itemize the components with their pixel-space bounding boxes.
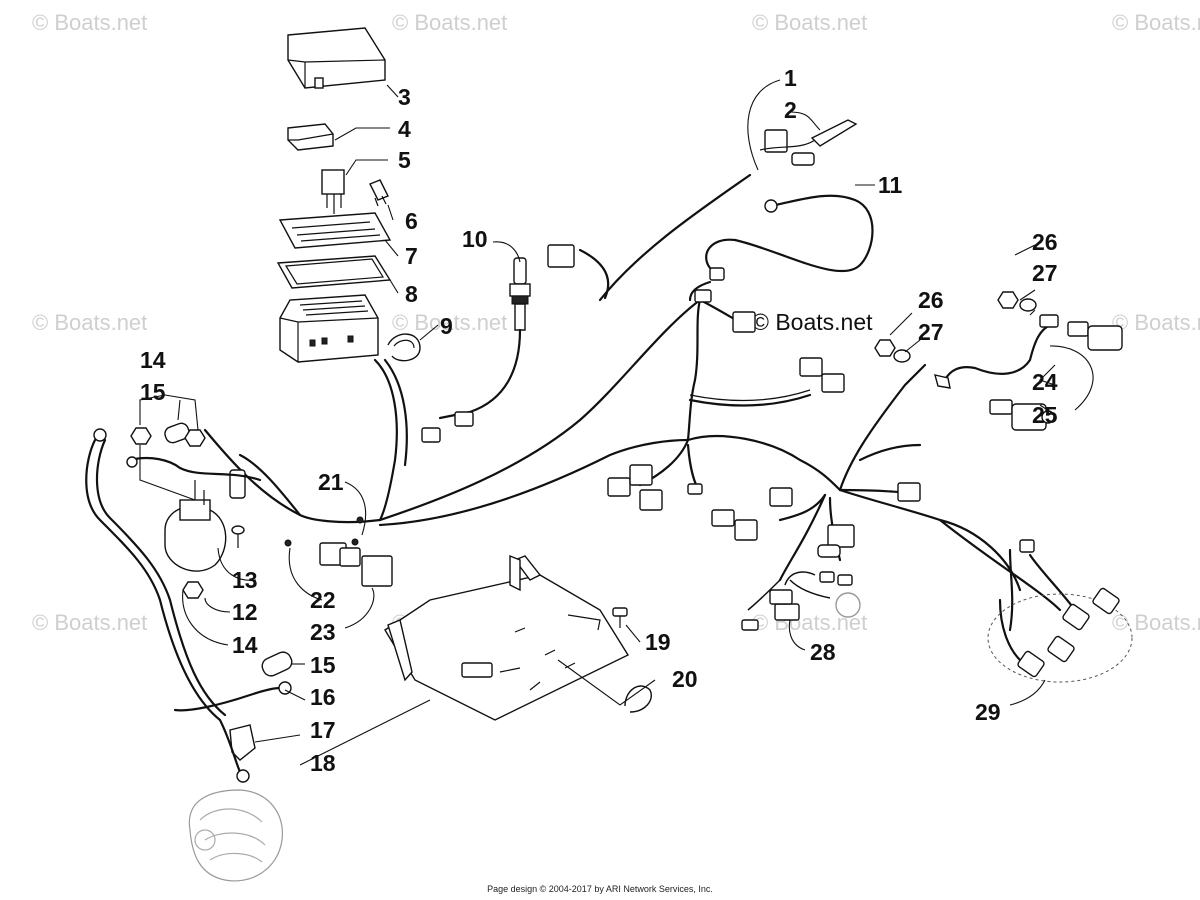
leader-lines bbox=[139, 79, 1094, 766]
push-rivet-part bbox=[612, 607, 628, 628]
callout-5: 5 bbox=[398, 147, 411, 173]
watermark: © Boats.net bbox=[1112, 10, 1200, 35]
callout-10: 10 bbox=[462, 226, 488, 252]
relay-part bbox=[321, 169, 345, 214]
wire-clip-part bbox=[387, 333, 421, 362]
watermark: © Boats.net bbox=[392, 10, 507, 35]
watermark: © Boats.net bbox=[752, 309, 873, 335]
callout-6: 6 bbox=[405, 208, 418, 234]
fuse-holder-part bbox=[759, 119, 858, 151]
harness-connectors bbox=[421, 129, 1035, 558]
fuse-box-base-part bbox=[279, 294, 379, 363]
alternator-outline bbox=[188, 789, 283, 882]
callout-23: 23 bbox=[310, 619, 336, 645]
callout-9: 9 bbox=[440, 313, 453, 339]
callout-numbers: 1 2 3 4 5 6 7 8 9 10 11 12 13 14 14 15 1… bbox=[140, 65, 1058, 776]
watermark: © Boats.net bbox=[1112, 610, 1200, 635]
nut-parts bbox=[130, 427, 206, 599]
battery-cable-part bbox=[85, 428, 292, 783]
callout-3: 3 bbox=[398, 84, 411, 110]
speed-sensor-part bbox=[989, 399, 1055, 431]
main-wiring-harness bbox=[203, 173, 1077, 662]
callout-11: 11 bbox=[878, 172, 903, 198]
callout-19: 19 bbox=[645, 629, 671, 655]
callout-18: 18 bbox=[310, 750, 336, 776]
callout-14-top: 14 bbox=[140, 347, 166, 373]
callout-21: 21 bbox=[318, 469, 344, 495]
watermark: © Boats.net bbox=[1112, 310, 1200, 335]
callout-27-left: 27 bbox=[918, 319, 944, 345]
callout-29: 29 bbox=[975, 699, 1001, 725]
callout-26-left: 26 bbox=[918, 287, 944, 313]
oxygen-sensor-part bbox=[438, 257, 531, 420]
callout-15-bottom: 15 bbox=[310, 652, 336, 678]
callout-26-right: 26 bbox=[1032, 229, 1058, 255]
callout-16: 16 bbox=[310, 684, 336, 710]
relay-cover-part bbox=[287, 123, 334, 151]
callout-20: 20 bbox=[672, 666, 698, 692]
callout-15-top: 15 bbox=[140, 379, 166, 405]
watermark: © Boats.net bbox=[752, 10, 867, 35]
cable-tie-part bbox=[624, 685, 652, 713]
switch-connector-cluster bbox=[741, 571, 861, 631]
relay-group-parts bbox=[284, 516, 393, 587]
callout-13: 13 bbox=[232, 567, 258, 593]
callout-14-bottom: 14 bbox=[232, 632, 258, 658]
callout-1: 1 bbox=[784, 65, 797, 91]
temperature-sensor-part bbox=[934, 314, 1123, 389]
callout-27-right: 27 bbox=[1032, 260, 1058, 286]
callout-2: 2 bbox=[784, 97, 797, 123]
callout-8: 8 bbox=[405, 281, 418, 307]
fuse-part bbox=[369, 179, 389, 207]
callout-28: 28 bbox=[810, 639, 836, 665]
mounting-plate-part bbox=[384, 554, 630, 721]
positive-cable-part bbox=[126, 456, 262, 482]
callout-4: 4 bbox=[398, 116, 411, 142]
starter-solenoid-part bbox=[164, 469, 246, 572]
ground-lead-part bbox=[705, 194, 874, 273]
watermark: © Boats.net bbox=[32, 610, 147, 635]
page-credit: Page design © 2004-2017 by ARI Network S… bbox=[487, 884, 713, 894]
light-connector-cluster bbox=[987, 587, 1133, 683]
callout-22: 22 bbox=[310, 587, 336, 613]
callout-17: 17 bbox=[310, 717, 336, 743]
fuse-box-cover-part bbox=[287, 27, 386, 89]
fuse-box-gasket-part bbox=[276, 255, 392, 289]
nut-and-washer-parts bbox=[874, 291, 1037, 363]
callout-12: 12 bbox=[232, 599, 258, 625]
watermark: © Boats.net bbox=[32, 310, 147, 335]
watermark: © Boats.net bbox=[32, 10, 147, 35]
callout-24: 24 bbox=[1032, 369, 1058, 395]
watermark: © Boats.net bbox=[392, 310, 507, 335]
callout-7: 7 bbox=[405, 243, 418, 269]
callout-25: 25 bbox=[1032, 402, 1058, 428]
fuse-panel-label-part bbox=[278, 212, 392, 249]
